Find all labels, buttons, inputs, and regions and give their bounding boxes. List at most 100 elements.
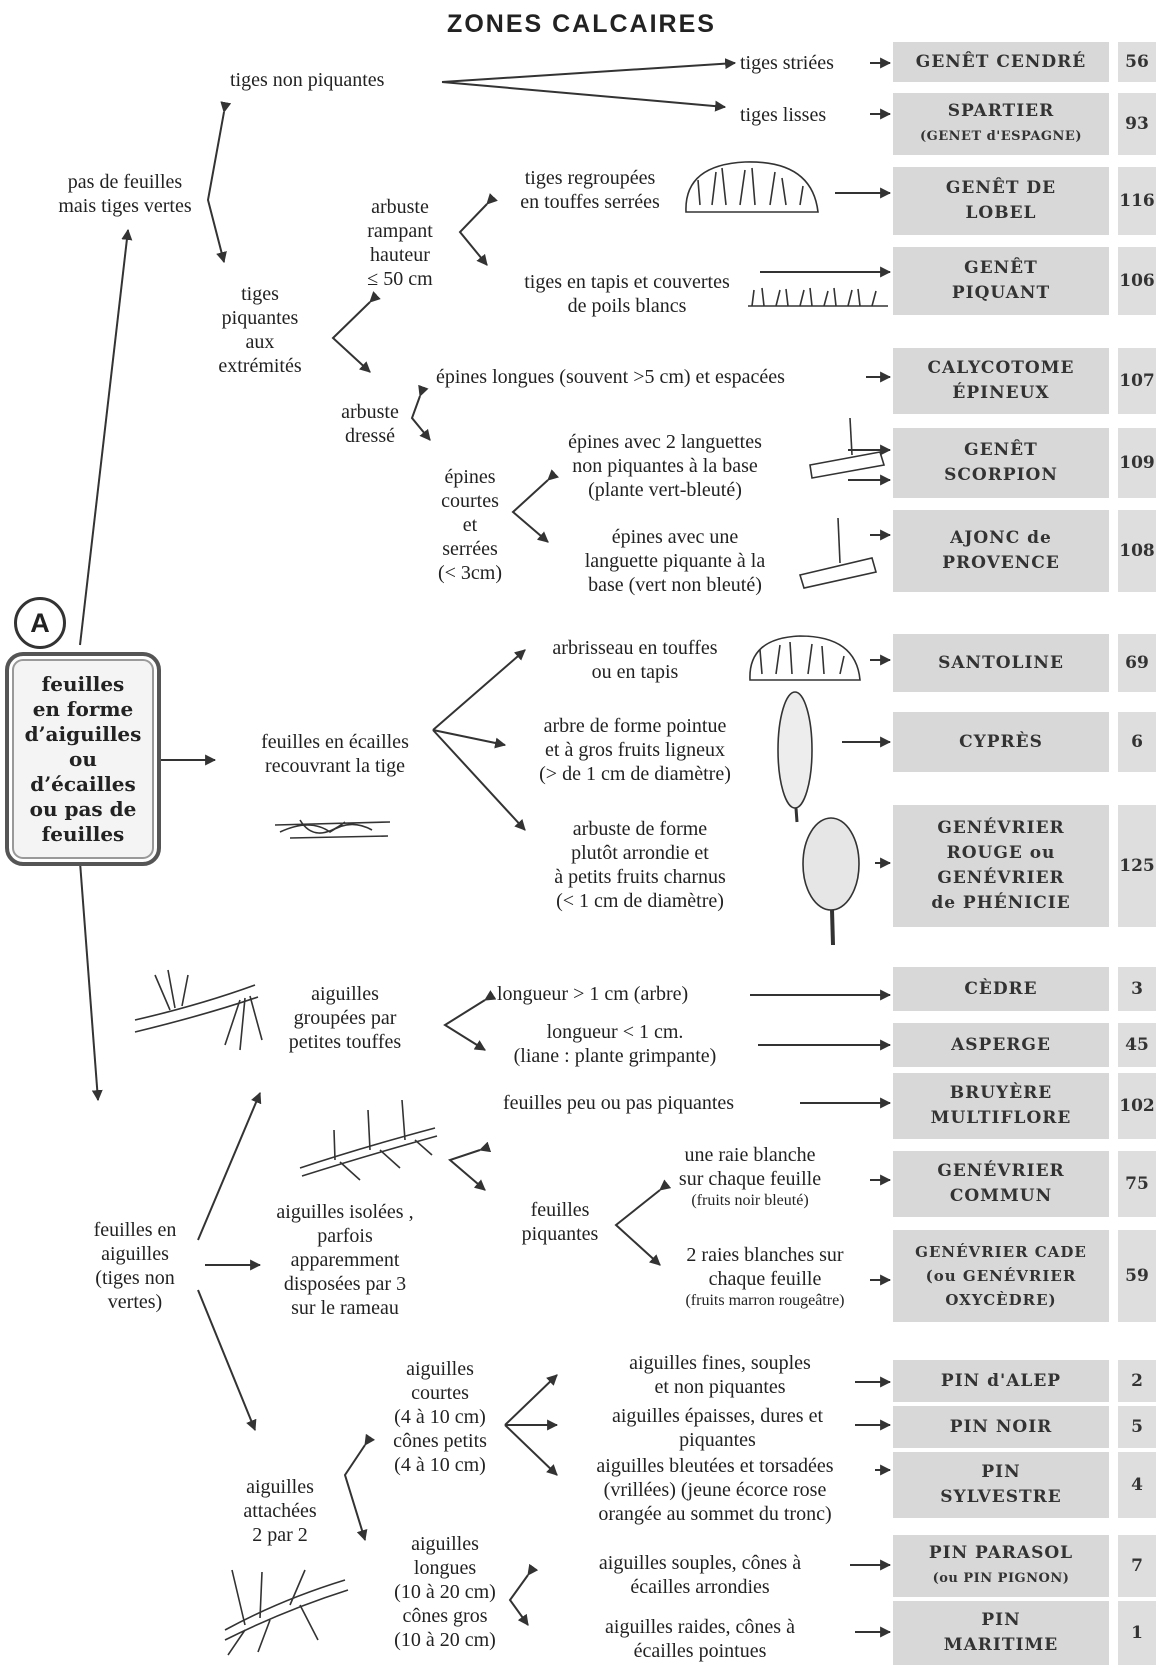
genevrier-rouge-sketch	[802, 817, 860, 946]
node-line: (10 à 20 cm)	[394, 1629, 496, 1651]
section-letter-badge: A	[14, 597, 66, 649]
node-line: aiguilles	[246, 1476, 314, 1498]
node-epines-courtes: épines courtes et serrées (< 3cm)	[420, 465, 520, 585]
species-label: PIN	[981, 1610, 1021, 1630]
node-line: aiguilles souples, cônes à	[598, 1552, 802, 1574]
node-line: petites touffes	[288, 1031, 402, 1053]
node-peu-piquantes: feuilles peu ou pas piquantes	[503, 1092, 735, 1114]
node-line: à petits fruits charnus	[554, 866, 726, 888]
node-line: aiguilles fines, souples	[629, 1352, 811, 1374]
node-line: et à gros fruits ligneux	[545, 739, 725, 761]
cypres-sketch	[777, 691, 813, 823]
node-tiges-striees: tiges striées	[740, 52, 834, 74]
species-box-santoline: SANTOLINE	[893, 634, 1109, 692]
node-line: apparemment	[290, 1249, 400, 1271]
species-box-pin-alep: PIN d'ALEP	[893, 1360, 1109, 1402]
species-label: SCORPION	[944, 465, 1058, 485]
epine-ajonc-sketch	[798, 517, 878, 589]
species-number: 102	[1118, 1073, 1156, 1139]
node-line: mais tiges vertes	[58, 195, 192, 217]
epine-scorpion-sketch	[809, 417, 886, 479]
node-line: aiguilles épaisses, dures et	[611, 1405, 824, 1427]
species-label: (ou GENÉVRIER	[925, 1267, 1077, 1285]
node-line: longues	[413, 1557, 477, 1579]
node-line: vertes)	[107, 1291, 163, 1313]
species-label: BRUYÈRE	[949, 1083, 1053, 1103]
node-line: en touffes serrées	[520, 191, 660, 213]
species-label: ÉPINEUX	[952, 383, 1050, 403]
node-line: écailles arrondies	[630, 1576, 770, 1598]
species-label: SANTOLINE	[938, 652, 1064, 673]
node-line: serrées	[442, 538, 498, 560]
node-tiges-non-piquantes: tiges non piquantes	[230, 69, 385, 91]
species-label: PIN d'ALEP	[940, 1370, 1062, 1391]
species-number: 107	[1118, 348, 1156, 414]
root-line: feuilles	[41, 671, 125, 696]
node-line: (fruits marron rougeâtre)	[685, 1292, 845, 1309]
species-number: 7	[1118, 1535, 1156, 1597]
node-epines-2-languettes: épines avec 2 languettes non piquantes à…	[545, 430, 785, 502]
species-number: 106	[1118, 247, 1156, 315]
node-line: (4 à 10 cm)	[394, 1406, 486, 1428]
species-box-bruyere: BRUYÈRE MULTIFLORE	[893, 1073, 1109, 1139]
node-line: feuilles en	[93, 1219, 177, 1241]
node-line: sur chaque feuille	[678, 1168, 822, 1190]
species-label: PIQUANT	[951, 283, 1051, 303]
cedre-branch-sketch	[134, 969, 263, 1051]
node-arbuste-rampant: arbuste rampant hauteur ≤ 50 cm	[350, 195, 450, 291]
node-line: piquantes	[521, 1223, 599, 1245]
node-line: piquantes	[679, 1429, 756, 1451]
node-line: (> de 1 cm de diamètre)	[539, 763, 731, 785]
node-line: ou en tapis	[591, 661, 679, 683]
species-number: 1	[1118, 1601, 1156, 1665]
species-box-spartier: SPARTIER(GENET d'ESPAGNE)	[893, 93, 1109, 155]
node-line: épines	[444, 466, 496, 488]
species-label: MARITIME	[943, 1635, 1059, 1655]
node-line: (10 à 20 cm)	[394, 1581, 496, 1603]
node-line: arbre de forme pointue	[543, 715, 727, 737]
species-number: 108	[1118, 510, 1156, 592]
node-tiges-tapis: tiges en tapis et couvertes de poils bla…	[497, 270, 757, 318]
ecailles-sketch	[274, 819, 391, 839]
species-number: 59	[1118, 1230, 1156, 1322]
node-line: aiguilles	[411, 1533, 479, 1555]
node-feuilles-ecailles: feuilles en écailles recouvrant la tige	[240, 730, 430, 778]
species-label: MULTIFLORE	[930, 1108, 1072, 1128]
node-line: orangée au sommet du tronc)	[598, 1503, 832, 1525]
node-line: dressé	[345, 425, 395, 447]
root-node: feuilles en forme d’aiguilles ou d’écail…	[5, 652, 161, 866]
node-aiguilles-groupees: aiguilles groupées par petites touffes	[275, 982, 415, 1054]
node-line: feuilles	[530, 1199, 590, 1221]
node-arbuste-dresse: arbuste dressé	[330, 400, 410, 448]
node-attachees: aiguilles attachées 2 par 2	[225, 1475, 335, 1547]
node-line: écailles pointues	[633, 1640, 767, 1662]
root-line: d’aiguilles	[24, 721, 142, 746]
node-line: longueur < 1 cm.	[546, 1021, 684, 1043]
root-line: d’écailles	[30, 771, 136, 796]
node-line: aiguilles bleutées et torsadées	[596, 1455, 834, 1477]
node-line: chaque feuille	[708, 1268, 822, 1290]
species-label: PIN PARASOL	[928, 1543, 1074, 1563]
species-box-cypres: CYPRÈS	[893, 712, 1109, 772]
node-longues: aiguilles longues (10 à 20 cm) cônes gro…	[375, 1532, 515, 1652]
node-line: rampant	[367, 220, 433, 242]
node-line: arbuste	[371, 196, 429, 218]
node-line: (fruits noir bleuté)	[691, 1192, 809, 1209]
species-number: 109	[1118, 428, 1156, 498]
node-line: 2 par 2	[252, 1524, 308, 1546]
node-line: et non piquantes	[654, 1376, 786, 1398]
node-arbre-pointu: arbre de forme pointue et à gros fruits …	[515, 714, 755, 786]
node-souples: aiguilles souples, cônes à écailles arro…	[550, 1551, 850, 1599]
node-line: aiguilles	[101, 1243, 169, 1265]
node-bleutees: aiguilles bleutées et torsadées (vrillée…	[560, 1454, 870, 1526]
page-title: ZONES CALCAIRES	[447, 10, 716, 38]
root-line: feuilles	[41, 821, 125, 846]
root-line: ou pas de	[29, 796, 137, 821]
node-line: (liane : plante grimpante)	[513, 1045, 717, 1067]
